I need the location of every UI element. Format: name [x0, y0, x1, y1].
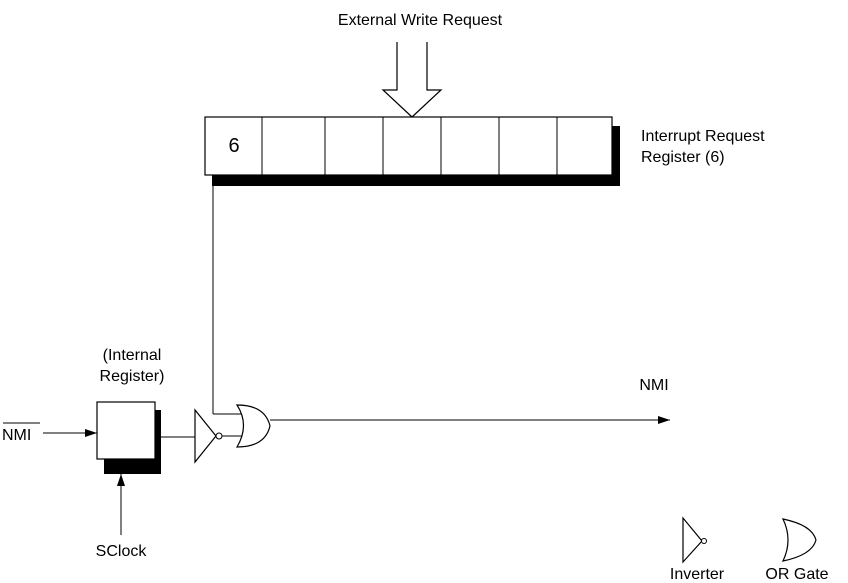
- internal-register-label-2: Register): [100, 368, 165, 385]
- inverter-gate: [194, 408, 217, 464]
- sclock-label: SClock: [96, 543, 148, 560]
- register-box: [204, 116, 613, 176]
- legend-inverter: Inverter: [670, 516, 725, 583]
- interrupt-request-register: 6: [204, 116, 620, 186]
- legend-or-gate-icon: [781, 518, 817, 562]
- legend-inverter-bubble: [701, 538, 707, 544]
- register-bit-label: 6: [228, 135, 239, 157]
- legend-or-gate: OR Gate: [765, 518, 829, 583]
- interrupt-request-register-label-2: Register (6): [641, 149, 725, 166]
- internal-register-box: [96, 401, 156, 460]
- write-request-arrow: [381, 42, 443, 118]
- legend-inverter-label: Inverter: [670, 566, 725, 583]
- legend-inverter-icon: [682, 516, 703, 564]
- interrupt-request-register-label-1: Interrupt Request: [641, 128, 765, 145]
- nmi-bar-input-label: NMI: [2, 427, 31, 444]
- or-gate: [235, 404, 271, 448]
- external-write-request-label: External Write Request: [338, 12, 503, 29]
- legend-or-gate-label: OR Gate: [765, 566, 828, 583]
- nmi-output-label: NMI: [639, 377, 668, 394]
- internal-register-label-1: (Internal: [103, 347, 162, 364]
- inverter-bubble: [215, 432, 223, 440]
